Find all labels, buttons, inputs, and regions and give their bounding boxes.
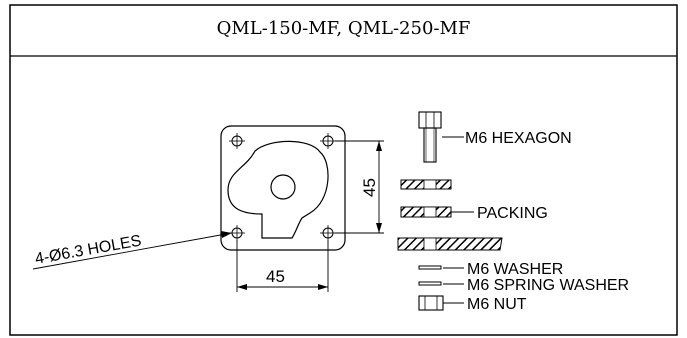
spring-washer: M6 SPRING WASHER	[418, 277, 629, 294]
holes-label: 4-Ø6.3 HOLES	[34, 233, 143, 268]
hexagon-label: M6 HEXAGON	[465, 130, 572, 147]
width-dimension-label: 45	[266, 267, 285, 286]
panel	[397, 237, 503, 251]
nut-label: M6 NUT	[467, 296, 527, 313]
spring-washer-label: M6 SPRING WASHER	[467, 277, 629, 294]
center-hole	[270, 174, 296, 200]
holes-leader: 4-Ø6.3 HOLES	[32, 231, 232, 270]
hexagon-bolt: M6 HEXAGON	[418, 111, 572, 163]
nut: M6 NUT	[418, 295, 527, 313]
corner-hole	[320, 225, 336, 241]
washer-label: M6 WASHER	[467, 261, 563, 278]
corner-hole	[320, 133, 336, 149]
vertical-dimension: 45	[335, 140, 384, 234]
packing: PACKING	[400, 205, 548, 222]
drawing-title: QML-150-MF, QML-250-MF	[216, 18, 471, 39]
mounting-plate	[220, 125, 346, 251]
corner-hole	[229, 133, 245, 149]
height-dimension-label: 45	[360, 178, 379, 197]
upper-packing	[400, 179, 452, 190]
horizontal-dimension: 45	[236, 240, 329, 292]
border-frame	[9, 4, 678, 336]
washer: M6 WASHER	[418, 261, 563, 278]
packing-label: PACKING	[477, 205, 548, 222]
